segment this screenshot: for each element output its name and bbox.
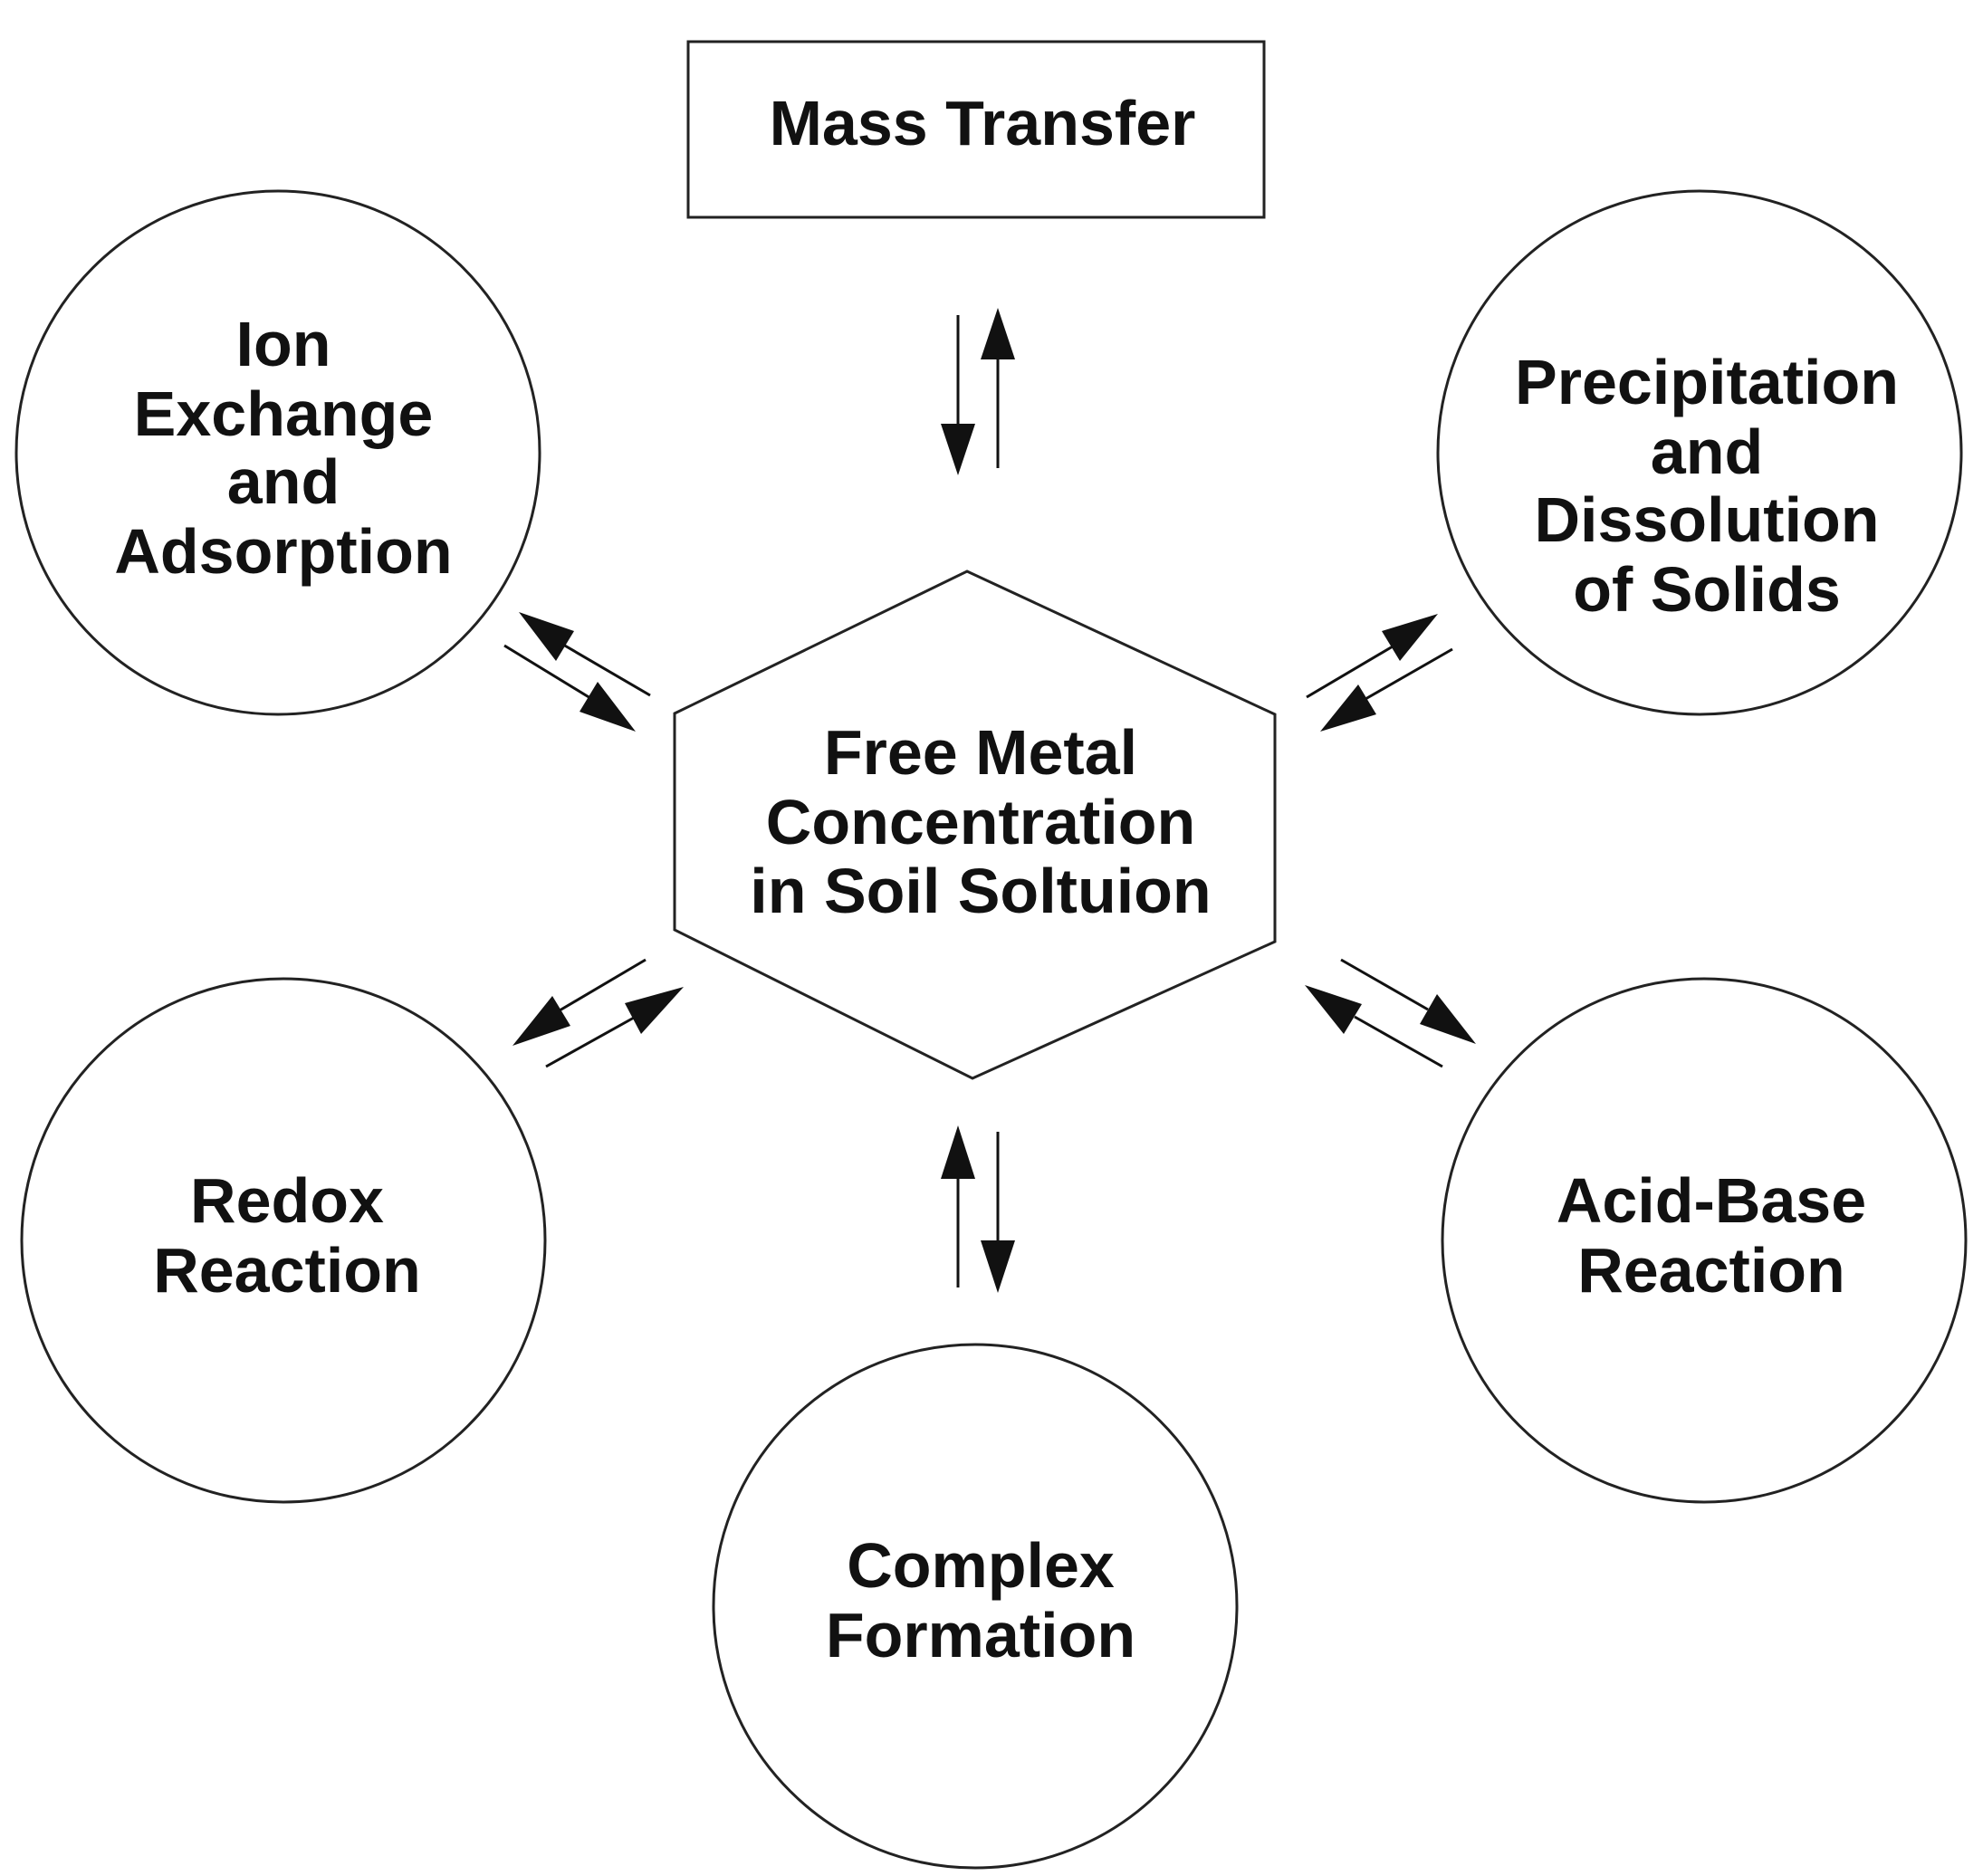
mass-transfer-equilibrium-arrows [941,308,1015,475]
acid-base-label-line-1: Acid-Base [1557,1165,1866,1236]
precipitation-label-line-3: Dissolution [1534,484,1879,555]
arrowhead-down [941,424,975,475]
arrowhead-to-center [1305,985,1362,1034]
mass-transfer-box [686,40,1266,219]
arrowhead-up [981,308,1015,359]
precipitation-node: Precipitation and Dissolution of Solids [1436,189,1963,716]
precipitation-label-line-1: Precipitation [1515,347,1899,417]
ion-exchange-label-line-1: Ion [236,309,331,379]
complex-circle [712,1343,1239,1870]
arrowhead-to-precipitation [1382,614,1438,661]
arrow-line-to-redox [559,958,647,1012]
ion-exchange-circle [14,189,541,716]
ion-exchange-node: Ion Exchange and Adsorption [14,189,541,716]
arrowhead-to-ion-exchange [519,612,574,661]
arrows [503,308,1476,1293]
ion-exchange-label-line-4: Adsorption [114,516,452,587]
mass-transfer-node: Mass Transfer [686,40,1266,219]
arrowhead-to-acid-base [1420,994,1476,1044]
arrow-line-to-center [1354,1015,1443,1068]
arrow-line-to-center [1365,647,1453,701]
arrowhead-to-center [580,682,636,732]
acid-base-equilibrium-arrows [1305,958,1476,1068]
acid-base-circle [1441,977,1968,1504]
arrow-line-to-center [545,1016,635,1068]
arrow-line-to-precipitation [1306,645,1394,699]
free-metal-hexagon [673,570,1277,1080]
arrow-line-to-center [503,644,591,700]
complex-label-line-1: Complex [847,1530,1115,1601]
ion-exchange-label-line-3: and [227,446,340,517]
ion-exchange-label-line-2: Exchange [134,378,434,449]
redox-equilibrium-arrows [513,958,684,1068]
complex-equilibrium-arrows [941,1125,1015,1293]
redox-label-line-2: Reaction [153,1235,421,1306]
ion-exchange-equilibrium-arrows [503,612,651,732]
arrowhead-up [941,1125,975,1179]
free-metal-label-line-3: in Soil Soltuion [750,856,1211,926]
arrowhead-to-center [625,987,684,1034]
complex-node: Complex Formation [712,1343,1239,1870]
arrowhead-to-redox [513,996,570,1046]
redox-node: Redox Reaction [20,977,547,1504]
precipitation-equilibrium-arrows [1306,614,1453,732]
arrowhead-to-center [1320,684,1376,732]
redox-circle [20,977,547,1504]
arrowhead-down [981,1240,1015,1293]
free-metal-label-line-2: Concentration [766,787,1195,857]
precipitation-label-line-4: of Solids [1573,554,1841,625]
arrow-line-to-ion-exchange [562,643,651,697]
acid-base-label-line-2: Reaction [1577,1235,1845,1306]
free-metal-label-line-1: Free Metal [824,717,1137,788]
free-metal-node: Free Metal Concentration in Soil Soltuio… [673,570,1277,1080]
acid-base-node: Acid-Base Reaction [1441,977,1968,1504]
complex-label-line-2: Formation [826,1600,1135,1670]
precipitation-label-line-2: and [1651,416,1763,487]
arrow-line-to-acid-base [1340,958,1429,1011]
precipitation-circle [1436,189,1963,716]
redox-label-line-1: Redox [190,1165,384,1236]
mass-transfer-label: Mass Transfer [770,88,1196,158]
